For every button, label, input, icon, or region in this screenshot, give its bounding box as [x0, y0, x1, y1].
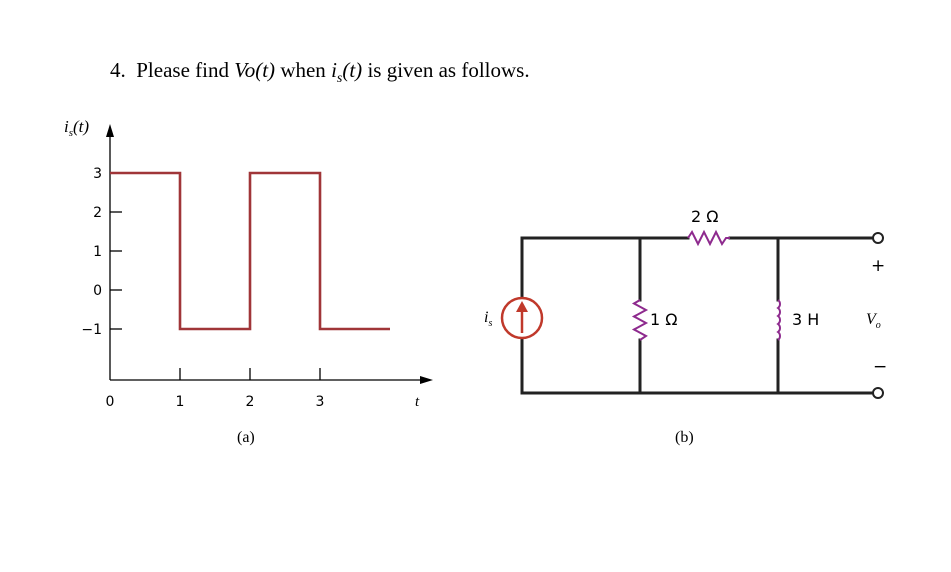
x-axis-label: t: [415, 394, 420, 410]
y-axis-arrow: [106, 124, 114, 137]
current-source-arrowhead: [516, 301, 528, 312]
vo-plus: +: [871, 256, 885, 276]
x-tick-label: 2: [246, 394, 255, 410]
source-label: is: [484, 309, 492, 329]
r2-label: 2 Ω: [691, 207, 719, 226]
resistor-1-ohm: [631, 299, 649, 341]
x-tick-label: 1: [176, 394, 185, 410]
waveform-series: [110, 171, 390, 331]
x-tick-label: 0: [106, 394, 115, 410]
plot-caption: (a): [237, 429, 255, 446]
vo-label: Vo: [866, 311, 881, 331]
y-tick-label: −1: [81, 322, 102, 338]
problem-is-sub: s: [336, 71, 343, 87]
x-tick-label: 3: [316, 394, 325, 410]
circuit-caption: (b): [675, 429, 694, 446]
x-axis-arrow: [420, 376, 433, 384]
y-tick-label: 1: [93, 244, 102, 260]
problem-text-mid: when: [280, 58, 326, 82]
problem-vo: Vo(t): [234, 58, 276, 82]
problem-text-before: Please find: [136, 58, 229, 82]
y-tick-label: 3: [93, 166, 102, 182]
problem-number: 4.: [110, 58, 126, 82]
inductor-label: 3 H: [792, 310, 819, 329]
problem-statement: 4. Please find Vo(t) when is(t) is given…: [110, 58, 530, 87]
problem-text-after: is given as follows.: [367, 58, 530, 82]
output-terminal-top: [872, 232, 884, 244]
plot-ticks: 3 2 1 0 −1 0 1 2 3: [81, 166, 324, 410]
output-terminal-bottom: [872, 387, 884, 399]
plot-series: [110, 171, 390, 331]
vo-minus: −: [873, 357, 887, 377]
problem-is-arg: (t): [342, 58, 363, 82]
plot-axes: [106, 124, 433, 384]
y-tick-label: 2: [93, 205, 102, 221]
inductor-3h: [776, 299, 781, 341]
problem-is-base: i: [331, 58, 337, 82]
r1-label: 1 Ω: [650, 310, 678, 329]
resistor-2-ohm: [687, 229, 730, 247]
y-tick-label: 0: [93, 283, 102, 299]
